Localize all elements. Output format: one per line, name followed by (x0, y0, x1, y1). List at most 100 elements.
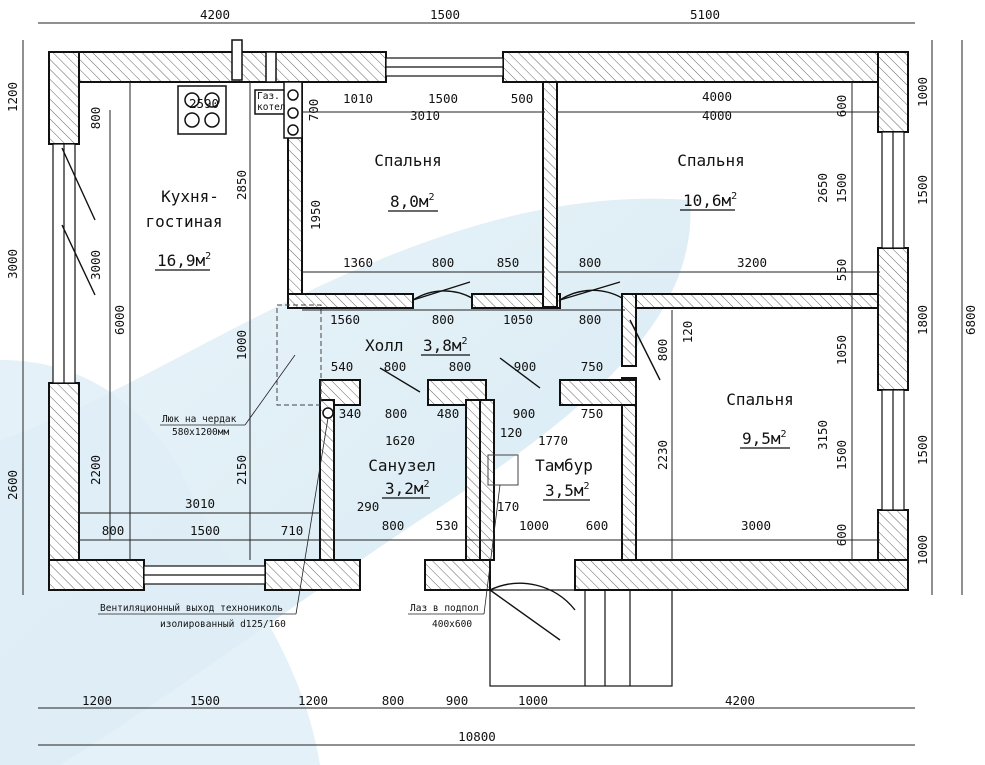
underfloor-label-2: 400х600 (432, 619, 472, 630)
dim-kitchen-6000: 6000 (112, 305, 127, 335)
dim-left-3: 2600 (5, 470, 20, 500)
bathroom-area: 3,2м2 (385, 479, 430, 498)
kitchen-name-2: гостиная (145, 212, 222, 231)
dim-right-1: 1000 (915, 77, 930, 107)
dim-right-2: 1500 (915, 175, 930, 205)
dim-right-outer: 6800 (963, 305, 978, 335)
dimension-lines (22, 22, 963, 746)
underfloor-label-1: Лаз в подпол (410, 603, 479, 614)
dimension-labels: 4200 1500 5100 1200 1500 1200 800 900 10… (5, 7, 978, 744)
dim-bottom-3: 1200 (298, 693, 328, 708)
dim-vest-900: 900 (513, 406, 536, 421)
dim-hall-540: 540 (331, 359, 354, 374)
dim-top-2: 1500 (430, 7, 460, 22)
dim-kitchen-3010: 3010 (185, 496, 215, 511)
dim-vest-1770: 1770 (538, 433, 568, 448)
dim-b3-2230: 2230 (655, 440, 670, 470)
dim-top-1: 4200 (200, 7, 230, 22)
porch-steps (489, 589, 673, 687)
boiler-area (177, 39, 334, 419)
dim-vest-1000: 1000 (519, 518, 549, 533)
dim-bath-1620: 1620 (385, 433, 415, 448)
dim-kitchen-2590: 2590 (189, 96, 219, 111)
vestibule-area: 3,5м2 (545, 481, 590, 500)
dim-b3-3150: 3150 (815, 420, 830, 450)
dim-b1-1950: 1950 (308, 200, 323, 230)
dim-bottom-total: 10800 (458, 729, 496, 744)
walls (48, 51, 909, 591)
gas-boiler-label-1: Газ. (257, 91, 280, 102)
bathroom-name: Санузел (368, 456, 435, 475)
dim-vest-120: 120 (500, 425, 523, 440)
dim-bottom-4: 800 (382, 693, 405, 708)
bedroom3-area: 9,5м2 (742, 429, 787, 448)
hall-name: Холл (365, 336, 404, 355)
dim-bath-340: 340 (339, 406, 362, 421)
dim-b1-700: 700 (306, 99, 321, 122)
dim-b2-550: 550 (834, 259, 849, 282)
dim-b3-1500: 1500 (834, 440, 849, 470)
dim-bottom-6: 1000 (518, 693, 548, 708)
dim-top-3: 5100 (690, 7, 720, 22)
dim-kitchen-1000: 1000 (234, 330, 249, 360)
vent-label-1: Вентиляционный выход технониколь (100, 603, 283, 614)
dim-right-3: 1800 (915, 305, 930, 335)
dim-right-5: 1000 (915, 535, 930, 565)
dim-hall-800a: 800 (432, 312, 455, 327)
dim-left-1: 1200 (5, 82, 20, 112)
dim-b2-4000b: 4000 (702, 108, 732, 123)
dim-kitchen-2850: 2850 (234, 170, 249, 200)
dim-kitchen-2200: 2200 (88, 455, 103, 485)
dim-kitchen-3000: 3000 (88, 250, 103, 280)
dim-b2-4000a: 4000 (702, 89, 732, 104)
dim-b2-2650: 2650 (815, 173, 830, 203)
dim-bottom-2: 1500 (190, 693, 220, 708)
dim-b2-3200: 3200 (737, 255, 767, 270)
dim-b1-1500: 1500 (428, 91, 458, 106)
dim-b2-1500: 1500 (834, 173, 849, 203)
dim-bath-530: 530 (436, 518, 459, 533)
dim-bottom-7: 4200 (725, 693, 755, 708)
bedroom2-name: Спальня (677, 151, 744, 170)
dim-right-4: 1500 (915, 435, 930, 465)
vestibule-name: Тамбур (535, 456, 593, 475)
gas-boiler-label-2: котел (257, 102, 286, 113)
attic-hatch-label-1: Люк на чердак (162, 414, 237, 425)
dim-hall-800d: 800 (449, 359, 472, 374)
dim-b2-600: 600 (834, 95, 849, 118)
dim-bottom-1: 1200 (82, 693, 112, 708)
dim-bath-480: 480 (437, 406, 460, 421)
dim-kitchen-bottom-710: 710 (281, 523, 304, 538)
windows (52, 57, 905, 585)
kitchen-name-1: Кухня- (161, 187, 219, 206)
dim-hall-1050: 1050 (503, 312, 533, 327)
dim-bath-800b: 800 (382, 518, 405, 533)
dim-b1-850: 850 (497, 255, 520, 270)
dim-b1-1360: 1360 (343, 255, 373, 270)
dim-b3-600: 600 (834, 524, 849, 547)
attic-hatch-label-2: 580х1200мм (172, 427, 229, 438)
dim-hall-800b: 800 (579, 312, 602, 327)
dim-kitchen-bottom-800: 800 (102, 523, 125, 538)
dim-hall-750: 750 (581, 359, 604, 374)
bedroom3-name: Спальня (726, 390, 793, 409)
dim-bath-290: 290 (357, 499, 380, 514)
bedroom2-area: 10,6м2 (683, 191, 737, 210)
dim-hall-900: 900 (514, 359, 537, 374)
dim-hall-800c: 800 (384, 359, 407, 374)
dim-kitchen-2150: 2150 (234, 455, 249, 485)
dim-b2-800: 800 (579, 255, 602, 270)
doors (61, 147, 661, 641)
dim-kitchen-bottom-1500: 1500 (190, 523, 220, 538)
dim-hall-800e: 800 (655, 339, 670, 362)
dim-hall-1560: 1560 (330, 312, 360, 327)
dim-b1-500: 500 (511, 91, 534, 106)
bedroom1-area: 8,0м2 (390, 192, 435, 211)
dim-bath-800a: 800 (385, 406, 408, 421)
dim-left-2: 3000 (5, 249, 20, 279)
dim-vest-170: 170 (497, 499, 520, 514)
dim-kitchen-800: 800 (88, 107, 103, 130)
kitchen-area: 16,9м2 (157, 251, 211, 270)
vent-label-2: изолированный d125/160 (160, 619, 286, 630)
